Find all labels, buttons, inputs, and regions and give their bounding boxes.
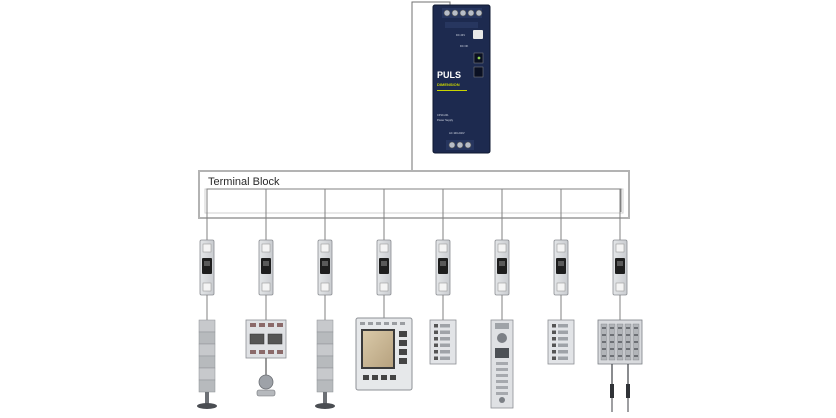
circuit-breaker-4 <box>376 239 392 296</box>
io-module-2 <box>547 319 575 365</box>
circuit-breaker-3 <box>317 239 333 296</box>
power-supply-unit: DC 24V DC OK PULS DIMENSION CP10.241 Pow… <box>432 4 491 154</box>
signal-tower-lamp-2 <box>315 319 335 409</box>
circuit-breaker-8 <box>612 239 628 296</box>
dc-ok-label: DC OK <box>460 44 468 48</box>
output-voltage-label: DC 24V <box>456 33 465 37</box>
circuit-breaker-6 <box>494 239 510 296</box>
type-label: Power Supply <box>437 118 454 122</box>
terminal-block-label: Terminal Block <box>208 176 280 188</box>
circuit-breaker-1 <box>199 239 215 296</box>
input-voltage-label: AC 100-240V <box>449 131 465 135</box>
signal-tower-lamp <box>197 319 217 409</box>
sub-brand-logo: DIMENSION <box>437 82 460 87</box>
controller-module <box>490 319 514 409</box>
circuit-breaker-5 <box>435 239 451 296</box>
terminal-block: Terminal Block <box>198 170 630 219</box>
plc-with-probes <box>597 319 643 412</box>
branch-circuits <box>197 189 643 412</box>
io-module-1 <box>429 319 457 365</box>
circuit-breaker-2 <box>258 239 274 296</box>
status-led-icon <box>477 56 481 60</box>
model-label: CP10.241 <box>437 113 449 117</box>
output-terminals <box>442 8 483 18</box>
brand-logo: PULS <box>437 70 461 80</box>
hmi-display-panel <box>355 317 413 391</box>
input-terminals <box>446 140 474 150</box>
circuit-breaker-7 <box>553 239 569 296</box>
relay-module-with-sensor <box>245 319 287 397</box>
